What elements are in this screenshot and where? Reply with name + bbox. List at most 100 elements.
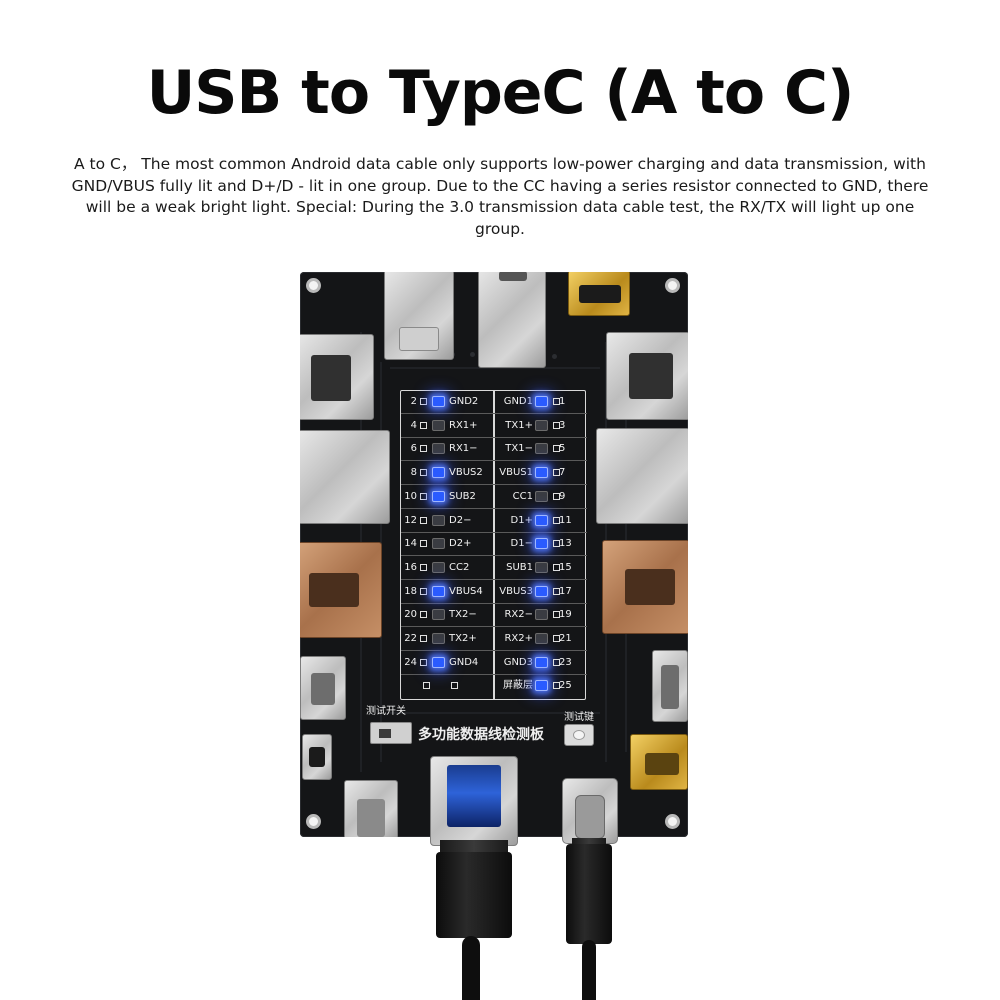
led-indicator xyxy=(535,514,548,526)
pin-number: 3 xyxy=(559,419,566,431)
pin-name: VBUS1 xyxy=(499,467,533,479)
pin-pad xyxy=(420,635,427,642)
pin-number: 20 xyxy=(404,609,417,621)
pin-name: D2− xyxy=(449,514,472,526)
pin-name: RX1+ xyxy=(449,419,478,431)
pinout-row: 2 GND2 GND1 1 xyxy=(401,391,587,414)
led-indicator xyxy=(535,633,548,644)
pin-number: 23 xyxy=(559,656,572,668)
usb-c-port-right xyxy=(652,650,688,722)
test-key-button[interactable] xyxy=(564,724,594,746)
pin-number: 14 xyxy=(404,538,417,550)
led-indicator xyxy=(535,443,548,455)
pin-pad xyxy=(420,658,427,666)
mini-hdmi-port xyxy=(568,272,630,316)
pin-number: 16 xyxy=(404,561,417,573)
led-indicator xyxy=(535,656,548,668)
page-title: USB to TypeC (A to C) xyxy=(146,58,855,128)
mounting-hole xyxy=(306,814,321,829)
pin-pad xyxy=(420,445,427,453)
pin-name: VBUS3 xyxy=(499,585,533,597)
pin-name: TX1+ xyxy=(505,419,533,431)
pin-pad xyxy=(420,611,427,619)
usb-c-port-bottom-left xyxy=(344,780,398,837)
led-indicator xyxy=(432,656,445,668)
pin-name: RX2+ xyxy=(504,633,533,644)
pin-pad xyxy=(553,492,560,500)
pin-number: 9 xyxy=(559,490,566,502)
pin-pad xyxy=(420,492,427,500)
pin-pad xyxy=(553,658,560,666)
pin-name: GND2 xyxy=(449,396,479,407)
led-indicator xyxy=(535,419,548,431)
pin-number: 11 xyxy=(559,514,572,526)
led-indicator xyxy=(535,561,548,573)
usb-b-port xyxy=(384,272,454,360)
test-switch-label: 测试开关 xyxy=(366,706,406,717)
pin-pad xyxy=(420,587,427,595)
pin-pad xyxy=(553,469,560,477)
micro-usb-port xyxy=(302,734,332,780)
led-indicator xyxy=(432,561,445,573)
board-main-label: 多功能数据线检测板 xyxy=(418,727,544,743)
pin-pad xyxy=(553,398,560,405)
led-indicator xyxy=(432,585,445,597)
led-indicator xyxy=(535,585,548,597)
pin-name: RX2− xyxy=(504,609,533,621)
pin-number: 12 xyxy=(404,514,417,526)
hdmi-port-left xyxy=(300,334,374,420)
pin-name: RX1− xyxy=(449,443,478,455)
usb-b-port xyxy=(478,272,546,368)
pin-pad xyxy=(420,540,427,548)
pin-number: 6 xyxy=(410,443,417,455)
pin-number: 1 xyxy=(559,396,566,407)
pin-name: GND1 xyxy=(503,396,533,407)
test-key-label: 测试键 xyxy=(564,712,594,723)
pin-number: 24 xyxy=(404,656,417,668)
pin-name: TX2+ xyxy=(449,633,477,644)
pin-pad xyxy=(553,516,560,524)
pin-name: CC2 xyxy=(449,561,470,573)
test-switch[interactable] xyxy=(370,722,412,744)
pin-number: 21 xyxy=(559,633,572,644)
led-indicator xyxy=(535,396,548,407)
pin-name: TX2− xyxy=(449,609,477,621)
led-indicator xyxy=(432,467,445,479)
led-indicator xyxy=(432,443,445,455)
pin-pad xyxy=(553,563,560,571)
led-indicator xyxy=(432,514,445,526)
pin-pad xyxy=(420,469,427,477)
mounting-hole xyxy=(665,278,680,293)
pin-name: 屏蔽层 xyxy=(503,680,533,692)
led-indicator xyxy=(535,467,548,479)
pin-name: SUB2 xyxy=(449,490,476,502)
pin-name: D1− xyxy=(510,538,533,550)
led-indicator xyxy=(432,490,445,502)
pin-name: GND3 xyxy=(503,656,533,668)
page-description: A to C， The most common Android data cab… xyxy=(71,155,929,238)
pin-pad xyxy=(553,635,560,642)
led-indicator xyxy=(432,633,445,644)
pin-pad xyxy=(553,421,560,429)
pin-pad xyxy=(553,445,560,453)
led-indicator xyxy=(432,538,445,550)
usb-a-port-left xyxy=(300,430,390,524)
led-indicator xyxy=(432,419,445,431)
pin-number: 8 xyxy=(410,467,417,479)
pin-pad xyxy=(420,398,427,405)
hdmi-port-right xyxy=(606,332,688,420)
mounting-hole xyxy=(665,814,680,829)
displayport-left xyxy=(300,542,382,638)
pin-pad xyxy=(553,682,560,690)
pin-number: 2 xyxy=(410,396,417,407)
usb-c-port-left xyxy=(300,656,346,720)
led-indicator xyxy=(432,609,445,621)
pin-name: CC1 xyxy=(512,490,533,502)
pin-name: VBUS4 xyxy=(449,585,483,597)
